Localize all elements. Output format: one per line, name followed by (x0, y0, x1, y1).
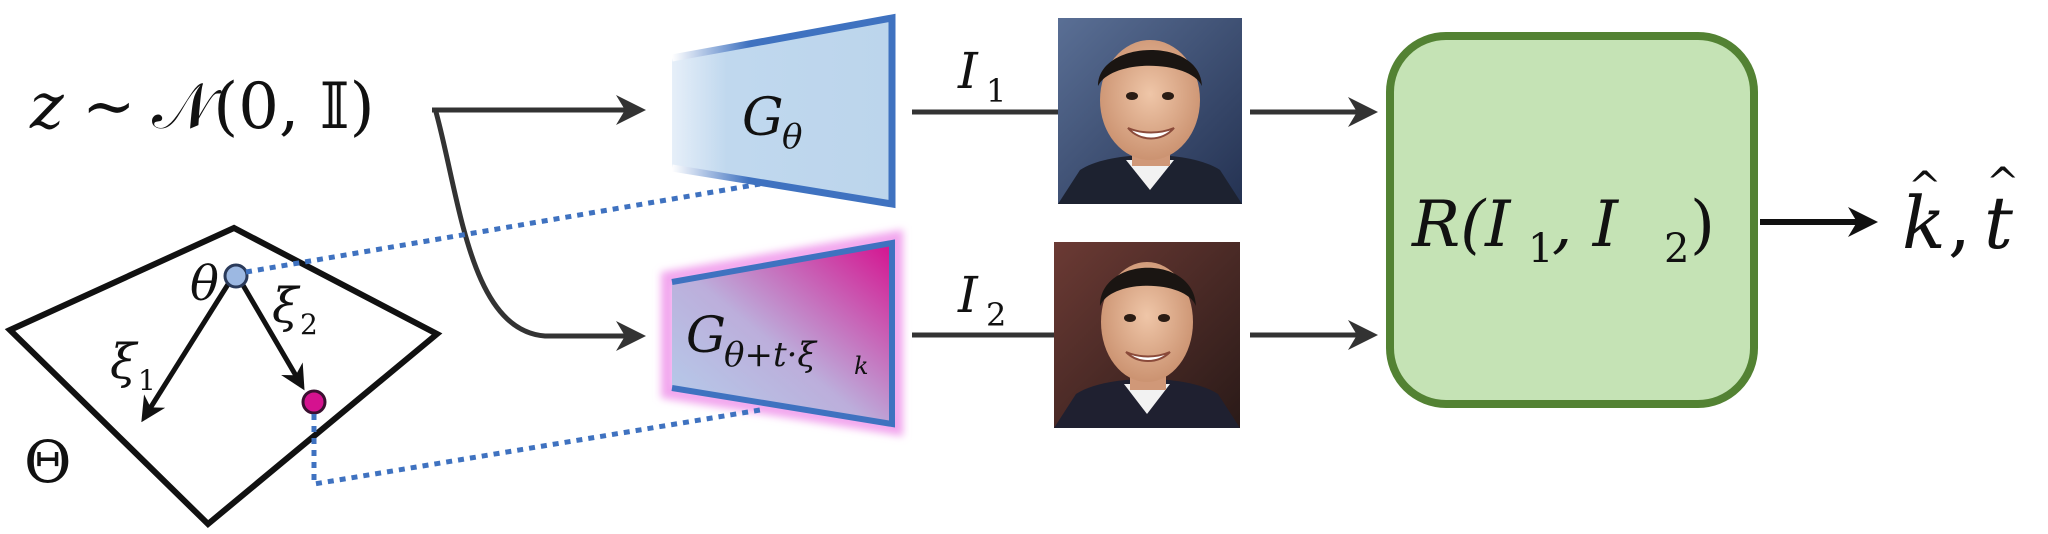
regressor-label-R: R(I (1411, 188, 1512, 262)
image-bottom-eye-left (1124, 314, 1136, 322)
generator-bottom: G θ+t·ξ k (661, 229, 903, 437)
normal-distribution: 𝒩(0, 𝕀) (152, 70, 375, 144)
image-bottom-eye-right (1158, 314, 1170, 322)
generator-bottom-subscript: θ+t·ξ (724, 335, 818, 375)
image-bottom-smile (1125, 351, 1171, 362)
generator-top-body (672, 18, 892, 204)
xi1-subscript: 1 (138, 364, 156, 397)
output: k ^ , t ^ (1760, 160, 2020, 265)
parameter-space-boundary (4, 224, 443, 529)
regressor-body (1386, 32, 1758, 408)
image-top-eye-right (1162, 92, 1174, 100)
regressor-sub2: 2 (1664, 226, 1689, 272)
arrow-to-bottom-generator (433, 111, 646, 351)
generator-top-edge (671, 13, 896, 209)
image-labels: I 1 I 2 (912, 42, 1060, 338)
regressor-label-end: ) (1690, 188, 1715, 262)
image-bottom-subscript: 2 (986, 296, 1006, 334)
regressor-label-mid: , I (1552, 188, 1620, 262)
dotted-links (245, 181, 761, 487)
generator-bottom-subsubscript: k (854, 352, 869, 380)
xi2-subscript: 2 (300, 308, 318, 341)
latent-input-label: z ∼ 𝒩(0, 𝕀) (29, 70, 375, 144)
output-k-hat: ^ (1908, 164, 1942, 210)
direction-xi1-arrow (141, 276, 235, 423)
perturbed-theta-point (301, 389, 327, 415)
regressor-sub1: 1 (1528, 226, 1553, 272)
z-symbol: z (29, 70, 65, 144)
image-bottom-I: I (957, 266, 979, 324)
image-bottom-collar (1124, 384, 1170, 414)
image-top-smile (1127, 127, 1175, 140)
parameter-space-label: Θ (24, 428, 72, 496)
output-t: t (1984, 181, 2014, 265)
generator-bottom-G: G (686, 306, 726, 364)
image-top-I: I (957, 42, 979, 100)
direction-xi2-arrow (237, 278, 305, 391)
generator-bottom-body (672, 243, 892, 424)
theta-label: θ (190, 256, 219, 312)
image-top-hair (1098, 49, 1202, 86)
output-k: k (1902, 181, 1946, 265)
theta-point (223, 263, 249, 289)
generator-top-subscript: θ (782, 117, 802, 157)
generator-top: G θ (671, 13, 896, 209)
dotted-perturbed-to-bottom-generator (311, 407, 761, 487)
output-t-hat: ^ (1986, 160, 2020, 206)
xi2-label: ξ (272, 278, 301, 334)
regressor-input-arrows (1250, 97, 1378, 350)
parameter-space: Θ θ ξ 1 ξ 2 (4, 224, 443, 529)
image-bottom-hair (1100, 267, 1196, 306)
image-top-eye-left (1126, 92, 1138, 100)
generated-image-bottom (1054, 242, 1240, 428)
image-top-collar (1126, 160, 1174, 190)
output-comma: , (1948, 181, 1971, 265)
dotted-theta-to-top-generator (245, 181, 761, 275)
generator-bottom-edge (671, 239, 895, 428)
generator-top-G: G (742, 88, 784, 148)
regressor-box: R(I 1 , I 2 ) (1386, 32, 1758, 408)
input-arrows (432, 95, 646, 351)
xi1-label: ξ (110, 334, 139, 390)
generator-bottom-glow (661, 229, 903, 437)
sim-symbol: ∼ (82, 70, 136, 144)
image-top-face (1100, 40, 1200, 160)
generated-image-top (1058, 18, 1242, 204)
image-top-subscript: 1 (986, 72, 1006, 110)
